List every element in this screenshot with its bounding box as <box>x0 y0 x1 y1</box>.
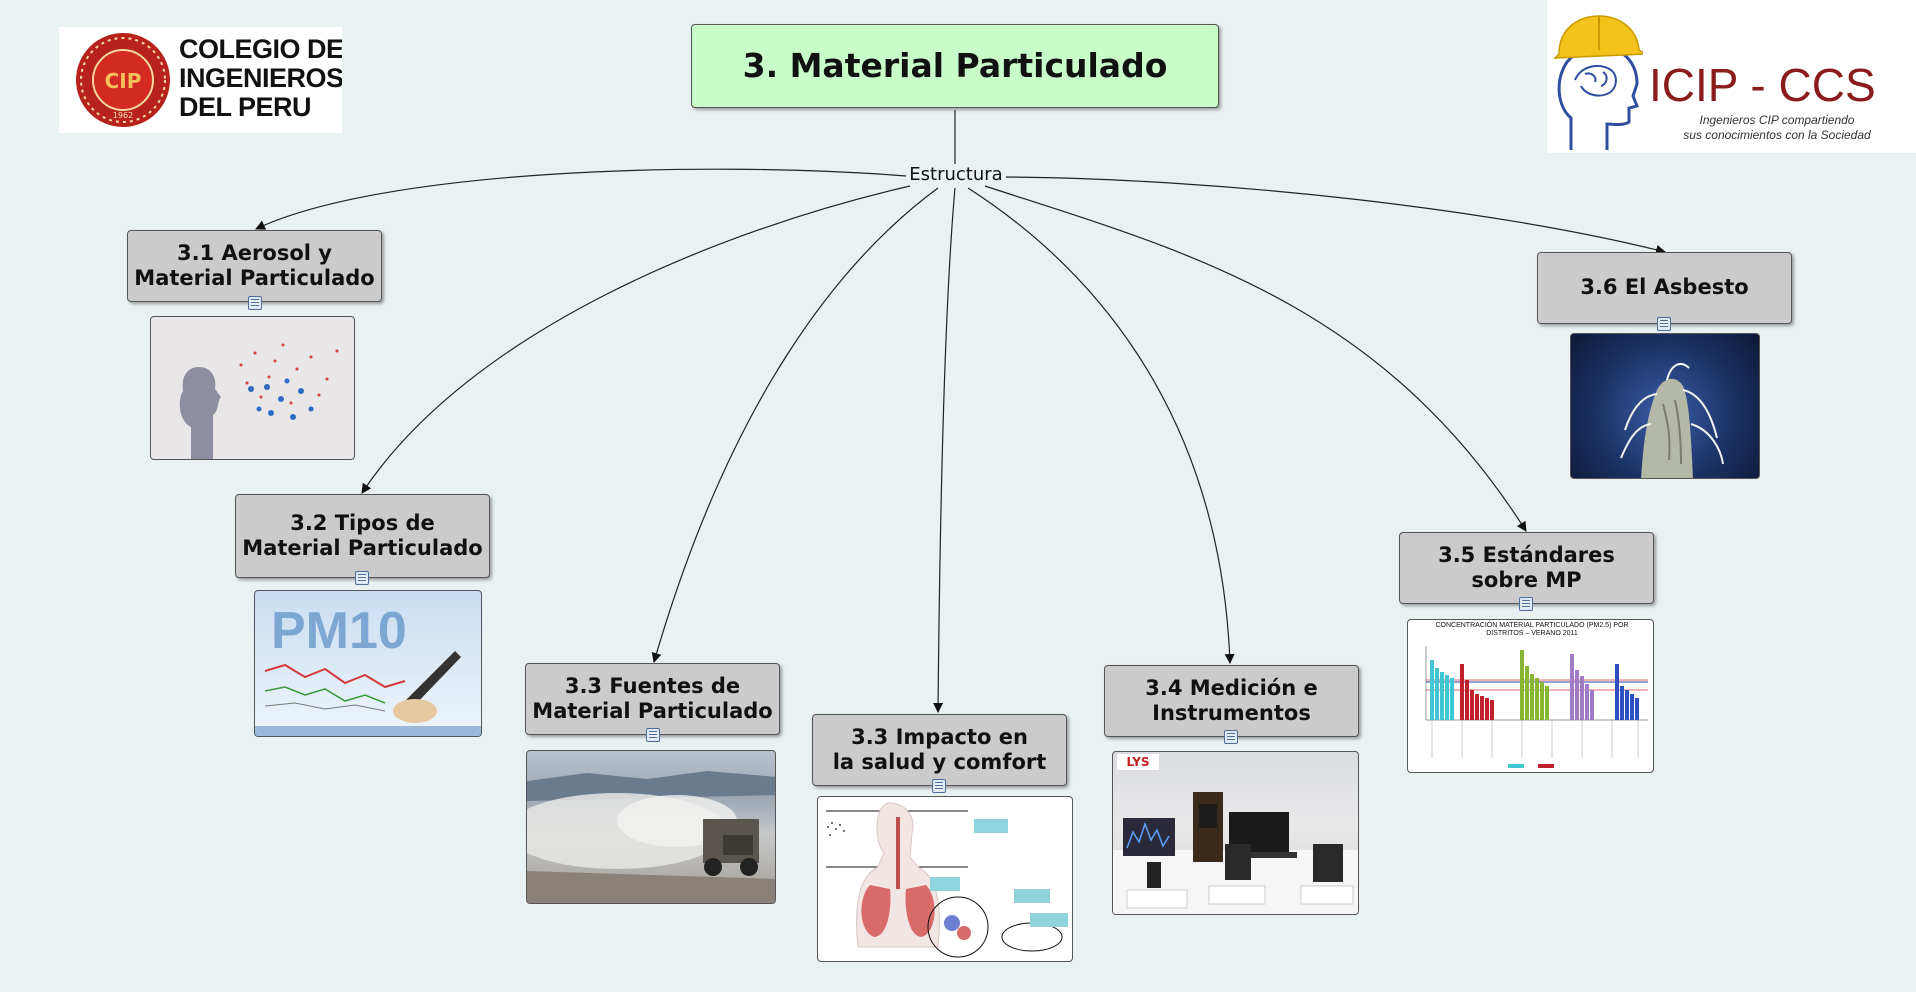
link-to-3-5 <box>984 185 1527 532</box>
helmet-head-icon <box>1553 15 1643 150</box>
cip-logo-text: COLEGIO DE INGENIEROS DEL PERU <box>179 34 342 122</box>
lys-logo: LYS <box>1117 754 1159 770</box>
pm25-chart-title: CONCENTRACIÓN MATERIAL PARTICULADO (PM2.… <box>1435 622 1629 637</box>
aerosol-person-image <box>150 316 355 460</box>
node-3-3-fuentes[interactable]: 3.3 Fuentes de Material Particulado <box>525 663 780 735</box>
resource-icon[interactable] <box>248 296 262 310</box>
instruments-image: LYS <box>1112 751 1359 915</box>
link-to-3-1 <box>255 168 907 230</box>
node-3-1-aerosol[interactable]: 3.1 Aerosol y Material Particulado <box>127 230 382 302</box>
resource-icon[interactable] <box>932 779 946 793</box>
node-3-2-tipos[interactable]: 3.2 Tipos de Material Particulado <box>235 494 490 578</box>
link-to-3-4 <box>967 187 1235 664</box>
mining-truck-image <box>526 750 776 904</box>
resource-icon[interactable] <box>1657 317 1671 331</box>
node-3-5-estandares[interactable]: 3.5 Estándares sobre MP <box>1399 532 1654 604</box>
icip-tagline: Ingenieros CIP compartiendo sus conocimi… <box>1683 113 1871 142</box>
link-to-3-3-fuentes <box>651 187 939 663</box>
link-to-3-3-impacto <box>933 187 956 713</box>
resource-icon[interactable] <box>1224 730 1238 744</box>
resource-icon[interactable] <box>646 728 660 742</box>
link-to-3-2 <box>361 185 911 494</box>
pm10-title: PM10 <box>271 602 407 660</box>
icip-ccs-logo: ICIP - CCS Ingenieros CIP compartiendo s… <box>1547 0 1916 153</box>
node-3-3-impacto[interactable]: 3.3 Impacto en la salud y comfort <box>812 714 1067 786</box>
resource-icon[interactable] <box>355 571 369 585</box>
resource-icon[interactable] <box>1519 597 1533 611</box>
asbestos-image <box>1570 333 1760 479</box>
icip-logo-text: ICIP - CCS <box>1649 59 1876 111</box>
svg-text:1962: 1962 <box>113 111 133 120</box>
link-label-estructura: Estructura <box>906 164 1006 185</box>
pm10-chart-image: PM10 <box>254 590 482 737</box>
main-concept-node[interactable]: 3. Material Particulado <box>691 24 1219 108</box>
svg-text:CIP: CIP <box>105 69 142 93</box>
link-to-3-6 <box>1001 176 1666 255</box>
node-3-4-medicion[interactable]: 3.4 Medición e Instrumentos <box>1104 665 1359 737</box>
node-3-6-asbesto[interactable]: 3.6 El Asbesto <box>1537 252 1792 324</box>
cip-logo: CIP 1962 COLEGIO DE INGENIEROS DEL PERU <box>59 27 342 133</box>
respiratory-system-image <box>817 796 1073 962</box>
cip-seal-icon: CIP 1962 <box>76 33 170 127</box>
pm25-standards-chart-image: CONCENTRACIÓN MATERIAL PARTICULADO (PM2.… <box>1407 619 1654 773</box>
